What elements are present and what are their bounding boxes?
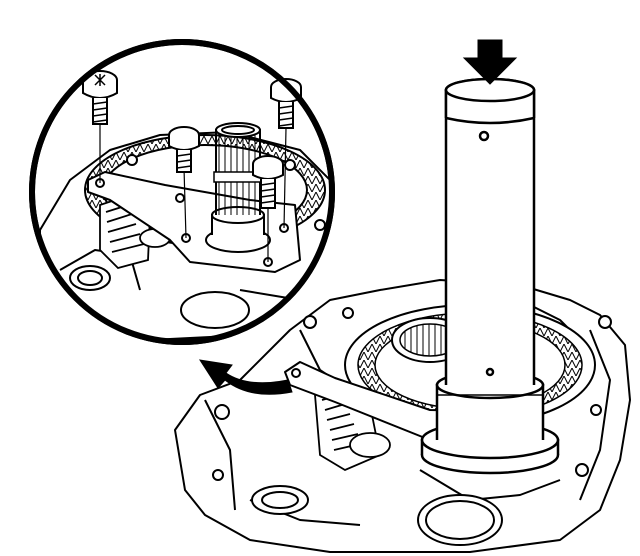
output-shaft [205,122,271,253]
press-tool [420,77,560,475]
bolt-icon [252,155,284,209]
detail-callout [29,39,335,345]
curved-arrow-icon [198,359,293,395]
down-arrow-icon [462,39,518,85]
bolt-icon [168,126,200,173]
